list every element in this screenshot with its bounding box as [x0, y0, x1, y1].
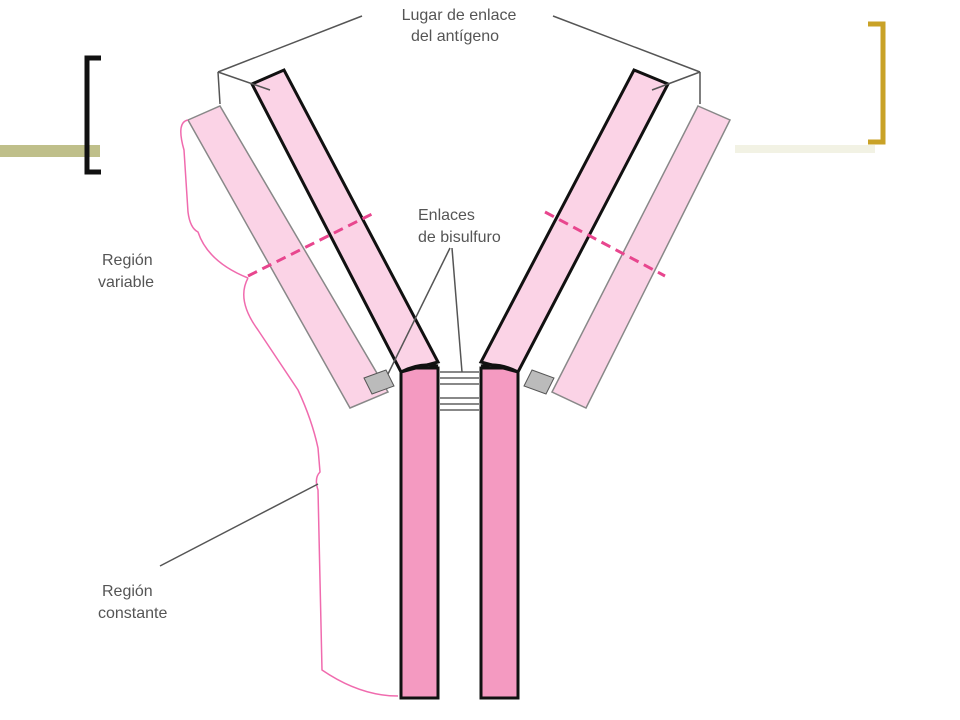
- constant-region-label-line2: constante: [98, 605, 167, 622]
- antigen-site-leader-right: [552, 15, 701, 73]
- variable-region-label-line1: Región: [102, 252, 153, 269]
- disulfide-bond-light-right: [523, 369, 555, 395]
- constant-region-label-line1: Región: [102, 583, 153, 600]
- heavy-chain-arm-left: [249, 68, 441, 374]
- left-bracket-decoration: [84, 55, 101, 175]
- accent-bar-right: [735, 145, 875, 153]
- disulfide-label-line2: de bisulfuro: [418, 229, 501, 246]
- variable-region-bracket: [180, 119, 249, 279]
- antigen-site-tick-right: [651, 71, 701, 104]
- right-bracket-decoration: [868, 21, 886, 145]
- hinge-curve-right: [480, 363, 519, 374]
- variable-boundary-left: [247, 210, 377, 278]
- disulfide-label-line1: Enlaces: [418, 207, 475, 224]
- accent-bar-left: [0, 145, 100, 157]
- hinge-curve-left: [400, 363, 439, 374]
- antigen-site-tick-left: [217, 71, 271, 105]
- antigen-site-label-line2: del antígeno: [411, 28, 499, 45]
- disulfide-bonds-hinge: [440, 371, 479, 411]
- disulfide-leader-2: [451, 247, 463, 373]
- antigen-site-leader-left: [217, 15, 363, 73]
- variable-region-label-line2: variable: [98, 274, 154, 291]
- disulfide-bond-light-left: [363, 369, 395, 395]
- variable-boundary-right: [544, 210, 666, 278]
- light-chain-right: [550, 105, 732, 409]
- heavy-chain-stem-left: [399, 366, 440, 700]
- light-chain-left: [186, 105, 390, 409]
- constant-region-bracket: [243, 277, 399, 697]
- heavy-chain-stem-right: [479, 366, 520, 700]
- disulfide-leader-1: [387, 247, 451, 375]
- constant-region-leader: [159, 483, 319, 567]
- antigen-site-label-line1: Lugar de enlace: [402, 7, 517, 24]
